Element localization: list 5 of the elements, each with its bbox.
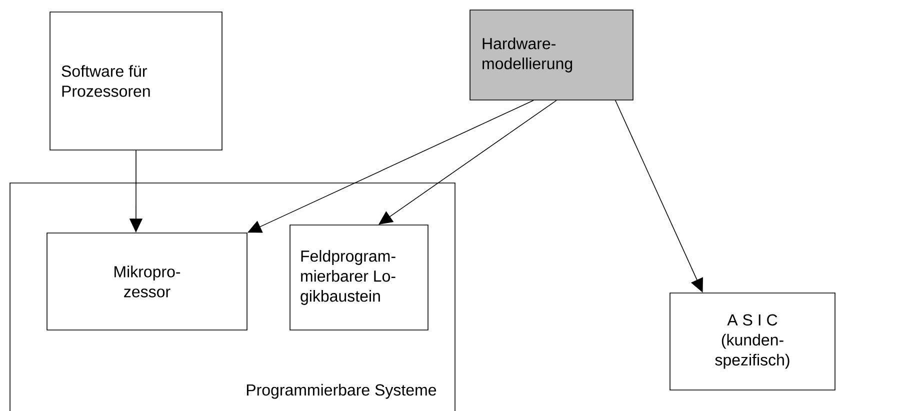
process-box: A S I C (kunden- spezifisch)	[670, 292, 836, 390]
process-box: Software für Prozessoren	[50, 12, 222, 150]
process-box: Feldprogram- mierbarer Lo- gikbaustein	[290, 224, 428, 330]
process-box: Mikropro- zessor	[46, 232, 248, 330]
process-box: Hardware- modellierung	[470, 10, 634, 100]
